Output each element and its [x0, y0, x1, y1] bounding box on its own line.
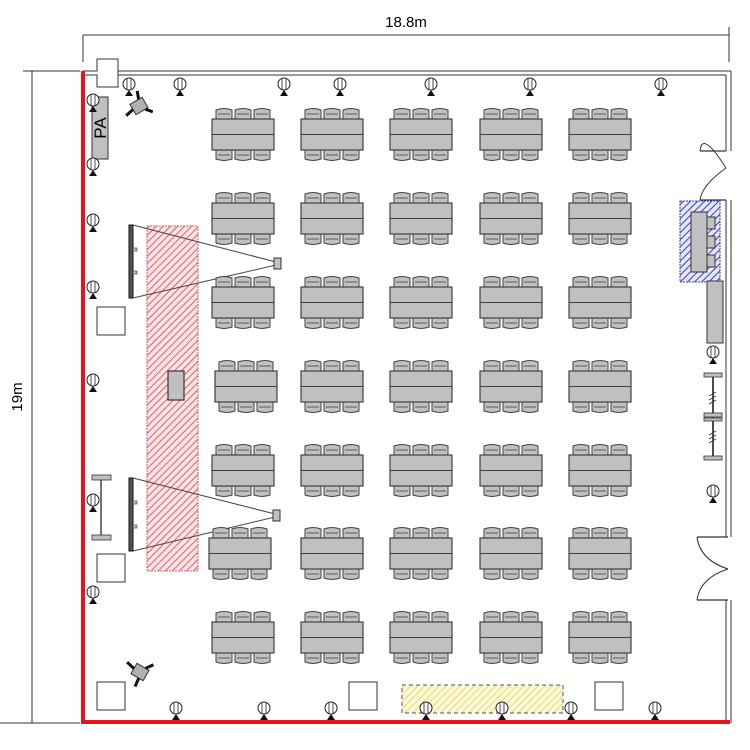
projector-icon[interactable]: [273, 257, 282, 270]
speaker-icon[interactable]: [86, 373, 100, 392]
table-set[interactable]: [568, 444, 632, 497]
table-set[interactable]: [389, 108, 453, 161]
table-set[interactable]: [479, 527, 543, 580]
pillar: [96, 306, 126, 336]
room-walls: [83, 58, 732, 723]
table-set[interactable]: [300, 276, 364, 329]
table-set[interactable]: [300, 611, 364, 664]
lectern[interactable]: [167, 370, 185, 401]
table-set[interactable]: [389, 360, 453, 413]
speaker-icon[interactable]: [86, 93, 100, 112]
speaker-icon[interactable]: [706, 345, 720, 364]
pillar: [594, 681, 624, 711]
table-set[interactable]: [568, 360, 632, 413]
table-set[interactable]: [389, 192, 453, 245]
table-set[interactable]: [479, 108, 543, 161]
width-dimension: 18.8m: [82, 14, 730, 62]
table-set[interactable]: [568, 527, 632, 580]
table-set[interactable]: [211, 276, 275, 329]
table-set[interactable]: [479, 444, 543, 497]
side-table[interactable]: [706, 280, 724, 344]
camera-tripod-icon[interactable]: [118, 89, 154, 124]
speaker-icon[interactable]: [86, 157, 100, 176]
height-dimension: 19m: [0, 70, 80, 724]
speaker-group: [86, 77, 720, 720]
door-bottom[interactable]: [696, 536, 729, 601]
speaker-icon[interactable]: [86, 585, 100, 604]
speaker-icon[interactable]: [523, 77, 537, 96]
table-set[interactable]: [389, 611, 453, 664]
table-set[interactable]: [568, 276, 632, 329]
speaker-icon[interactable]: [564, 701, 578, 720]
speaker-icon[interactable]: [86, 213, 100, 232]
speaker-icon[interactable]: [277, 77, 291, 96]
camera-tripod-icon[interactable]: [119, 653, 155, 689]
table-set[interactable]: [479, 276, 543, 329]
table-set[interactable]: [479, 192, 543, 245]
pillars: [96, 306, 624, 711]
table-set[interactable]: [479, 611, 543, 664]
projector-icon[interactable]: [272, 509, 281, 522]
stage-wall: [81, 71, 730, 724]
door-top[interactable]: [699, 143, 727, 201]
speaker-icon[interactable]: [86, 280, 100, 299]
table-set[interactable]: [211, 108, 275, 161]
table-set[interactable]: [389, 276, 453, 329]
width-label: 18.8m: [385, 14, 427, 31]
speaker-icon[interactable]: [654, 77, 668, 96]
table-set[interactable]: [300, 192, 364, 245]
speaker-icon[interactable]: [324, 701, 338, 720]
partition-stand[interactable]: [703, 372, 723, 461]
speaker-icon[interactable]: [648, 701, 662, 720]
table-set[interactable]: [568, 611, 632, 664]
pillar: [348, 681, 378, 711]
speaker-icon[interactable]: [424, 77, 438, 96]
table-set[interactable]: [568, 192, 632, 245]
table-set[interactable]: [300, 360, 364, 413]
table-set[interactable]: [300, 527, 364, 580]
speaker-icon[interactable]: [122, 77, 136, 96]
speaker-icon[interactable]: [257, 701, 271, 720]
speaker-icon[interactable]: [419, 701, 433, 720]
speaker-icon[interactable]: [495, 701, 509, 720]
table-set[interactable]: [479, 360, 543, 413]
table-set[interactable]: [300, 444, 364, 497]
table-set[interactable]: [389, 444, 453, 497]
pillar: [96, 553, 126, 583]
speaker-icon[interactable]: [333, 77, 347, 96]
table-set[interactable]: [214, 360, 278, 413]
speaker-icon[interactable]: [173, 77, 187, 96]
table-set[interactable]: [300, 108, 364, 161]
table-set[interactable]: [211, 444, 275, 497]
reception-area[interactable]: [679, 200, 721, 283]
projection-screen-top[interactable]: [128, 224, 282, 299]
speaker-icon[interactable]: [86, 493, 100, 512]
table-set[interactable]: [389, 527, 453, 580]
speaker-icon[interactable]: [169, 701, 183, 720]
table-set[interactable]: [208, 527, 272, 580]
table-set[interactable]: [211, 192, 275, 245]
partition-stand-left[interactable]: [91, 474, 112, 541]
table-grid: [208, 108, 632, 664]
height-label: 19m: [9, 382, 26, 411]
table-set[interactable]: [568, 108, 632, 161]
pillar: [96, 681, 126, 711]
speaker-icon[interactable]: [706, 484, 720, 503]
projection-screen-bottom[interactable]: [128, 477, 281, 552]
table-set[interactable]: [211, 611, 275, 664]
pa-system[interactable]: PA: [91, 96, 110, 160]
pa-label: PA: [91, 117, 110, 139]
